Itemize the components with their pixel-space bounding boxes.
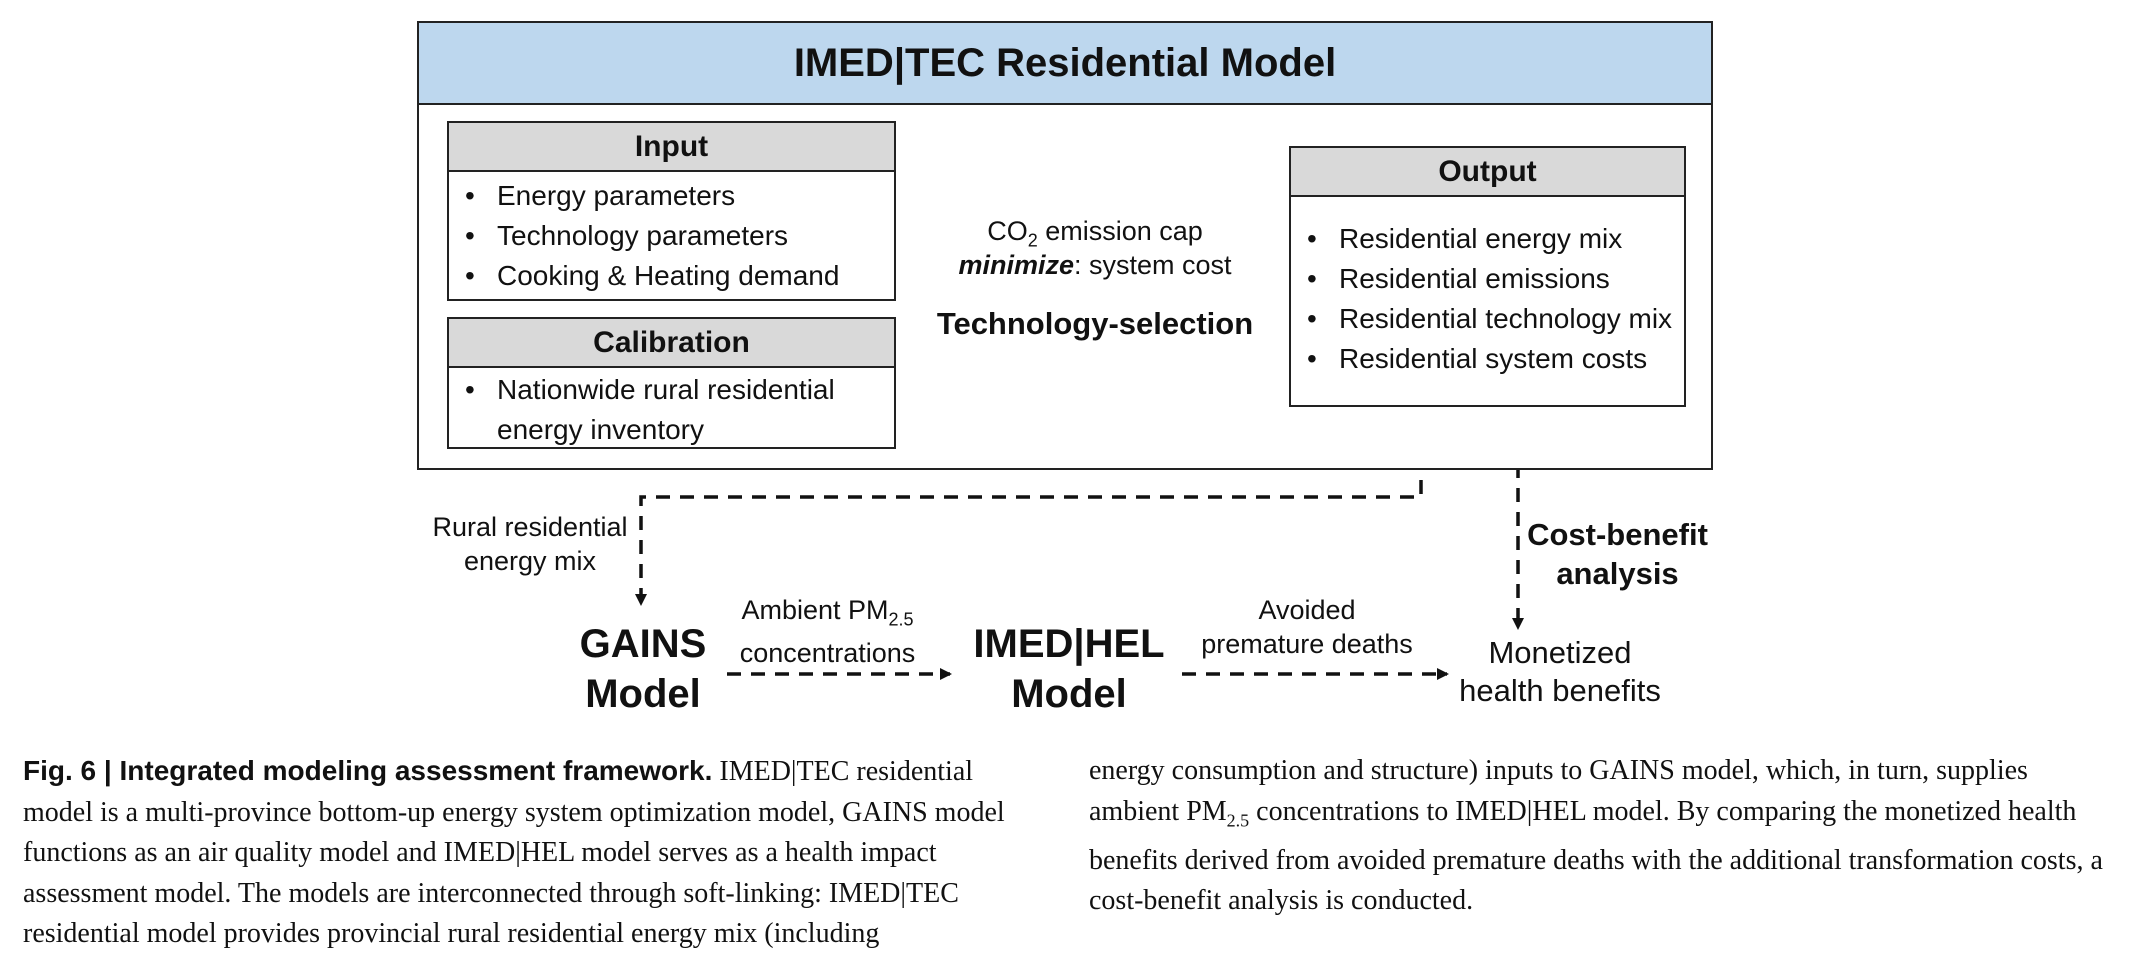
rural-mix-dashed-arrow bbox=[635, 408, 1423, 606]
input-item: Technology parameters bbox=[449, 216, 894, 256]
monetized-benefits-label: Monetized health benefits bbox=[1459, 635, 1661, 708]
input-item: Cooking & Heating demand bbox=[449, 256, 894, 296]
output-box: Output Residential energy mix Residentia… bbox=[1289, 146, 1686, 407]
figure-caption-right: energy consumption and structure) inputs… bbox=[1089, 755, 2103, 917]
calibration-box: Calibration Nationwide rural residential… bbox=[447, 317, 896, 449]
calibration-heading: Calibration bbox=[449, 319, 894, 368]
gains-model-label: GAINS Model bbox=[579, 622, 707, 716]
avoided-deaths-label: Avoided premature deaths bbox=[1201, 595, 1413, 659]
calibration-item: Nationwide rural residential energy inve… bbox=[449, 370, 874, 450]
output-item: Residential energy mix bbox=[1291, 219, 1684, 259]
output-item: Residential emissions bbox=[1291, 259, 1684, 299]
model-title: IMED|TEC Residential Model bbox=[793, 40, 1337, 85]
caption-label: Fig. 6 | Integrated modeling assessment … bbox=[23, 755, 713, 786]
imed-hel-model-label: IMED|HEL Model bbox=[973, 622, 1165, 716]
figure-caption-left: Fig. 6 | Integrated modeling assessment … bbox=[23, 751, 1048, 955]
output-item: Residential technology mix bbox=[1291, 299, 1684, 339]
technology-selection-label: Technology-selection bbox=[936, 306, 1254, 341]
output-item: Residential system costs bbox=[1291, 339, 1684, 379]
cost-benefit-label: Cost-benefit analysis bbox=[1527, 517, 1708, 591]
output-list: Residential energy mix Residential emiss… bbox=[1291, 219, 1684, 379]
ambient-pm-label: Ambient PM2.5 concentrations bbox=[739, 595, 916, 669]
input-item: Energy parameters bbox=[449, 176, 894, 216]
input-heading: Input bbox=[449, 123, 894, 172]
minimize-label: minimize: system cost bbox=[958, 250, 1232, 280]
co2-cap-label: CO2 emission cap bbox=[987, 216, 1203, 251]
output-heading: Output bbox=[1291, 148, 1684, 197]
input-box: Input Energy parameters Technology param… bbox=[447, 121, 896, 301]
caption-text: IMED|TEC residential model is a multi-pr… bbox=[23, 756, 1005, 949]
model-title-bar: IMED|TEC Residential Model bbox=[419, 23, 1711, 105]
input-list: Energy parameters Technology parameters … bbox=[449, 176, 894, 296]
rural-mix-label: Rural residential energy mix bbox=[432, 512, 628, 576]
calibration-list: Nationwide rural residential energy inve… bbox=[449, 370, 894, 450]
